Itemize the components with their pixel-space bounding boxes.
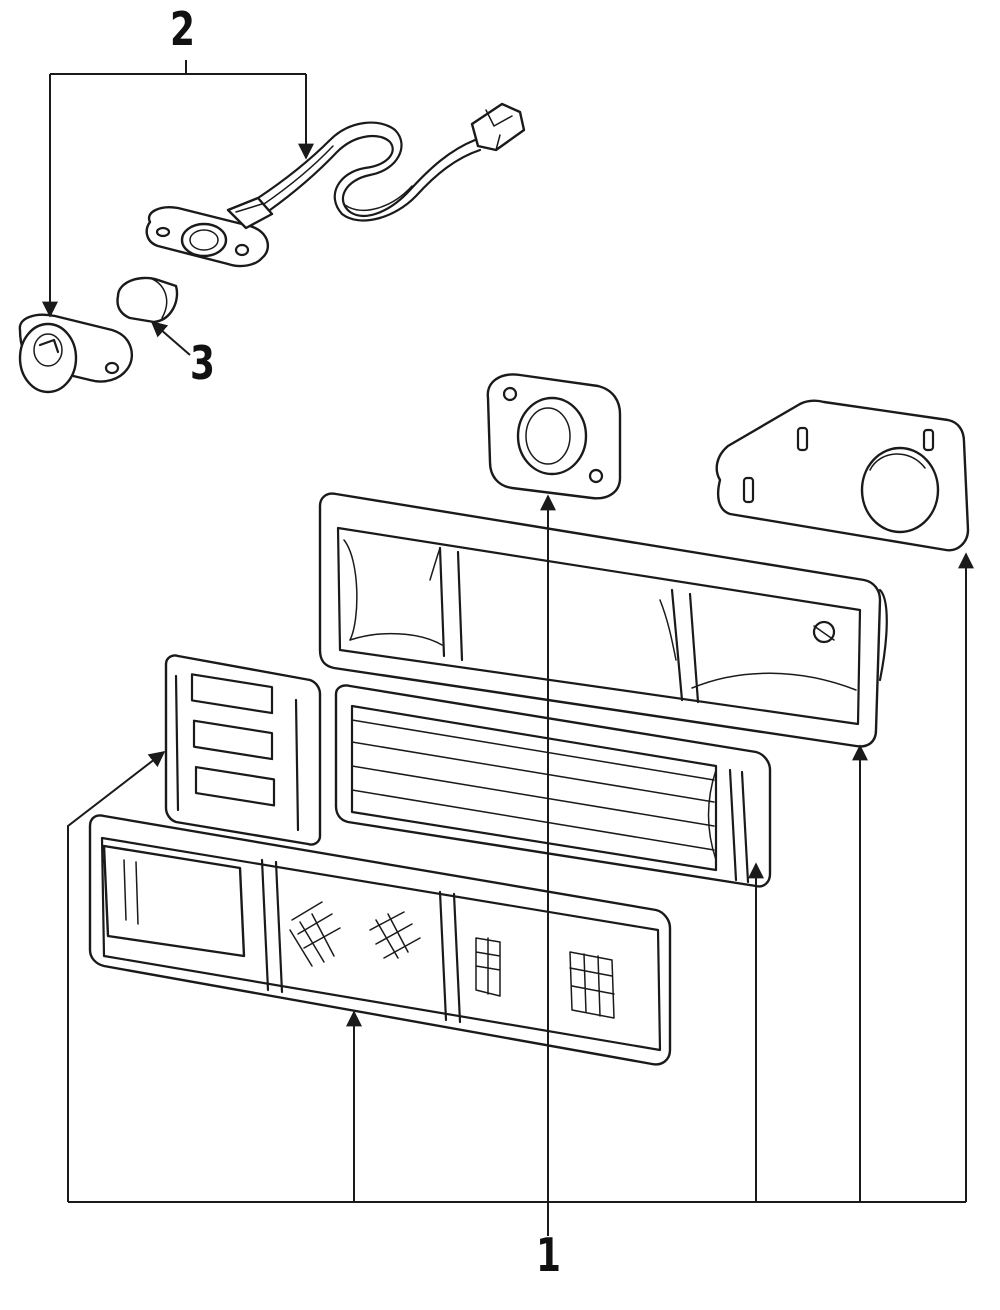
callout-part-1: 1 bbox=[536, 1228, 561, 1282]
side-lens bbox=[164, 654, 322, 846]
lamp-gasket bbox=[486, 373, 622, 500]
ribbed-lens bbox=[334, 684, 772, 888]
callout-part-3: 3 bbox=[190, 336, 215, 390]
mounting-plate bbox=[715, 399, 970, 552]
socket-mount bbox=[18, 313, 133, 394]
front-lens-assembly bbox=[88, 814, 672, 1066]
bulb bbox=[116, 276, 179, 324]
callout-part-2: 2 bbox=[170, 2, 195, 56]
lamp-housing bbox=[318, 492, 888, 748]
socket-and-wire-harness bbox=[145, 102, 526, 268]
